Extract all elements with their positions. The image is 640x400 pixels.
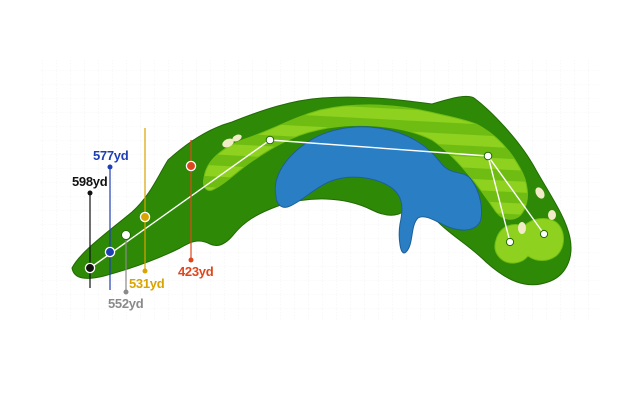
tee-distance-label: 598yd [72,174,108,189]
pin-marker [539,229,549,239]
tee-distance-label: 531yd [129,276,165,291]
tee-gold[interactable]: 531yd [129,128,165,291]
target-marker [121,230,131,240]
target-marker [265,135,275,145]
shot-line-approach-right [487,155,545,235]
tee-stem-bottom [188,257,194,263]
tee-distance-label: 423yd [178,264,214,279]
tee-black[interactable]: 598yd [72,174,108,288]
shot-line-layup [269,139,489,157]
shot-path [89,139,545,269]
pin-marker [505,237,515,247]
target-markers [121,135,549,247]
tee-marker [185,160,197,172]
bunkers [222,134,556,234]
shot-line-tee [89,139,271,269]
tee-stem-bottom [142,268,148,274]
shot-line-approach-left [487,155,511,243]
bunker [548,210,556,220]
tee-marker [139,211,151,223]
tee-stem-bottom [123,289,129,295]
tee-markers: 598yd 577yd 552yd 531yd 423yd [72,128,214,311]
tee-stem-top [107,164,113,170]
tee-blue[interactable]: 577yd [93,148,129,290]
bunker [518,222,526,234]
tee-distance-label: 552yd [108,296,144,311]
water-hazard [274,126,483,254]
fairway [203,104,528,220]
target-marker [483,151,493,161]
tee-marker [84,262,96,274]
bunker [535,187,545,199]
bunker [222,138,234,148]
tee-gray[interactable]: 552yd [108,240,144,311]
bunker [232,134,242,142]
tee-stem-top [87,190,93,196]
tee-distance-label: 577yd [93,148,129,163]
tee-marker [104,246,116,258]
tee-red[interactable]: 423yd [178,140,214,279]
